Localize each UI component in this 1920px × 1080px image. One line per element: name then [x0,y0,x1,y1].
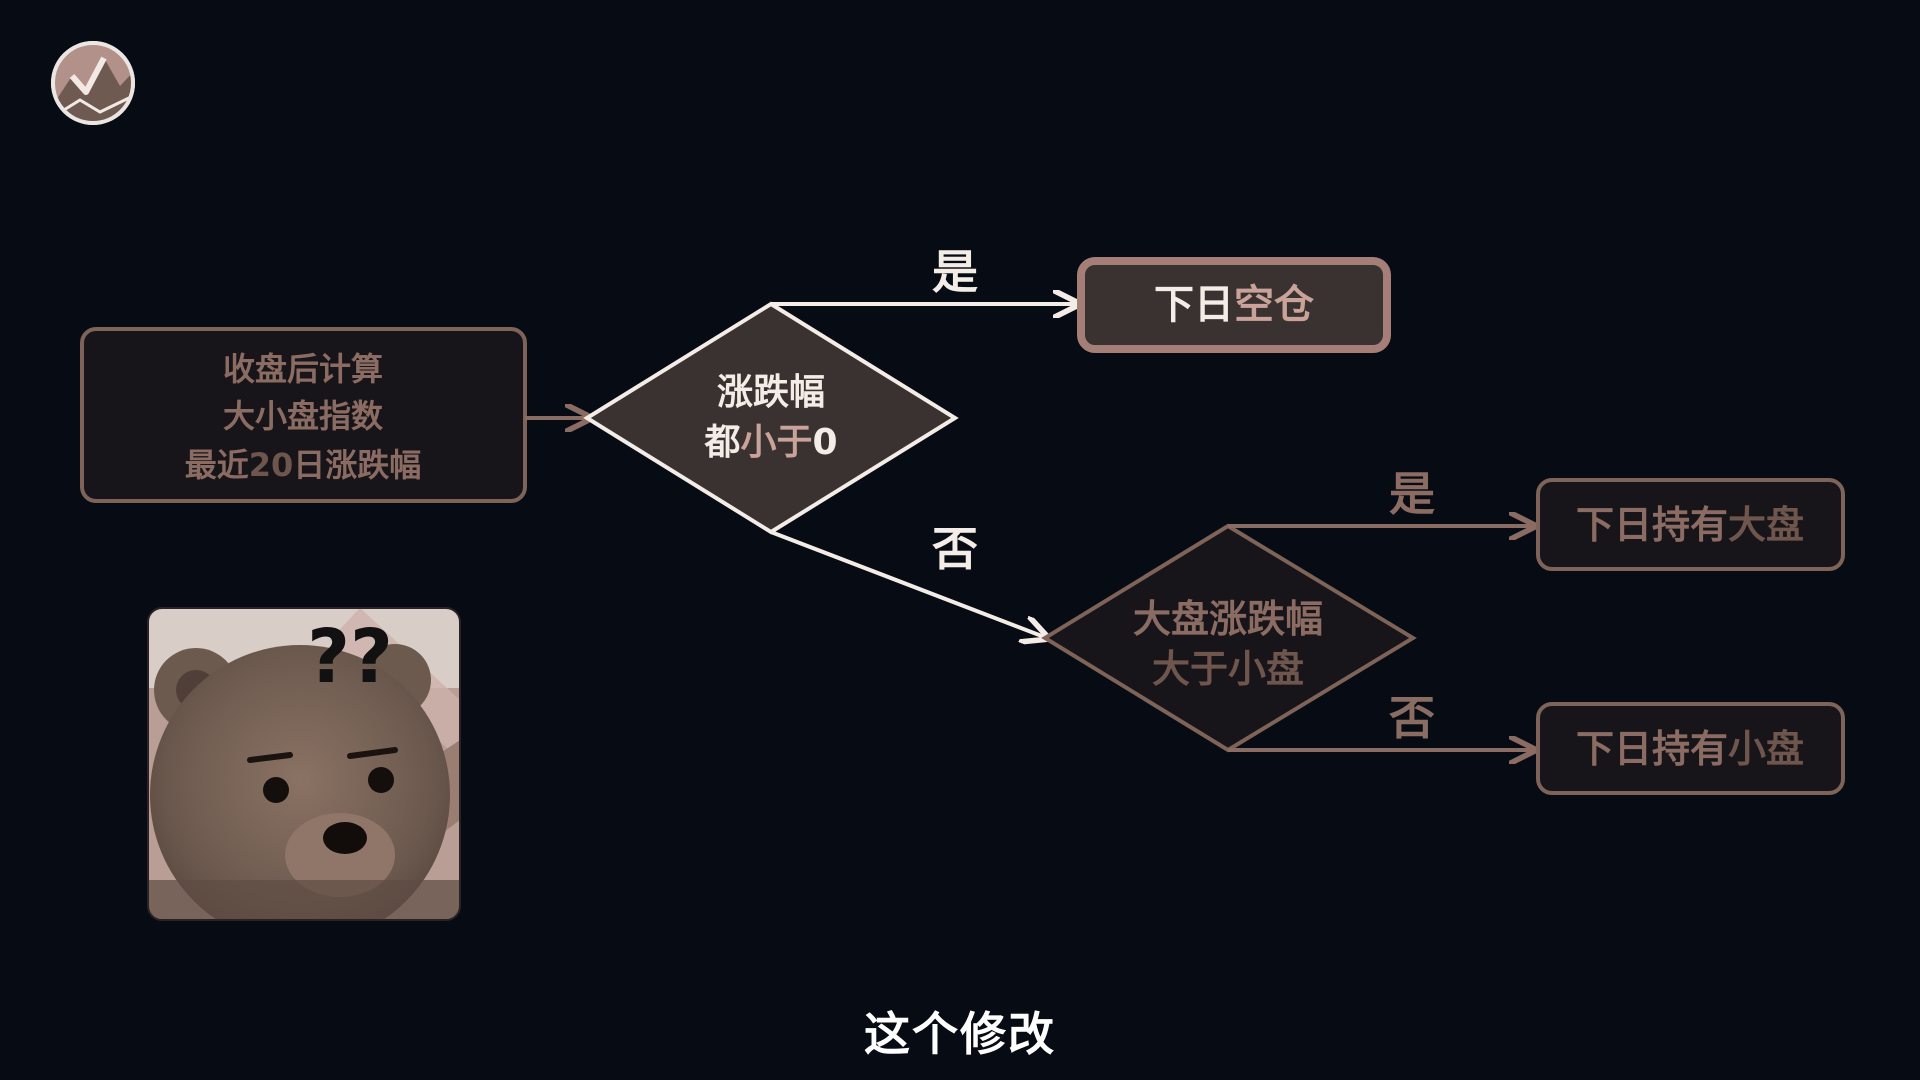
result-large-highlight: 大盘 [1728,503,1804,547]
decision1-line-2-highlight: 小于 [740,422,812,463]
start-line-2: 大小盘指数 [223,397,384,435]
connector-no-1 [770,530,1047,638]
decision1-line-2: 都小于0 [703,422,837,463]
yes-label-2: 是 [1389,467,1435,521]
video-subtitle: 这个修改 [864,1007,1056,1061]
logo [51,41,135,125]
decision1-line-1: 涨跌幅 [717,372,825,413]
result-empty-highlight: 空仓 [1234,282,1315,328]
decision2-line-1: 大盘涨跌幅 [1133,597,1323,641]
start-line-3-prefix: 最近 [185,446,249,484]
result-large-prefix: 下日持有 [1576,503,1728,547]
start-box [80,327,527,503]
no-label-1: 否 [932,522,978,576]
confused-teddy-bear-icon [148,608,460,920]
start-line-3-suffix: 日涨跌幅 [293,446,421,484]
start-line-3: 最近20日涨跌幅 [185,446,422,484]
result-small-box [1536,702,1845,795]
decision1-line-2-prefix: 都 [703,422,740,463]
yes-label-1: 是 [932,245,978,299]
meme-caption: ?? [307,614,393,700]
result-empty-text: 下日空仓 [1154,282,1315,328]
decision1-line-2-suffix: 0 [812,422,837,463]
decision2-line-2: 大于小盘 [1152,647,1304,691]
meme-image [147,607,461,921]
result-small-highlight: 小盘 [1728,727,1804,771]
start-line-1: 收盘后计算 [223,350,383,388]
result-empty-box [1077,257,1391,353]
result-small-text: 下日持有小盘 [1576,727,1804,771]
result-small-prefix: 下日持有 [1576,727,1728,771]
decision-diamond-1 [583,301,959,535]
no-label-2: 否 [1389,691,1435,745]
result-large-text: 下日持有大盘 [1576,503,1804,547]
start-line-3-highlight: 20 [249,446,294,484]
result-large-box [1536,478,1845,571]
mountain-logo-icon [53,43,133,123]
result-empty-prefix: 下日 [1154,282,1234,328]
